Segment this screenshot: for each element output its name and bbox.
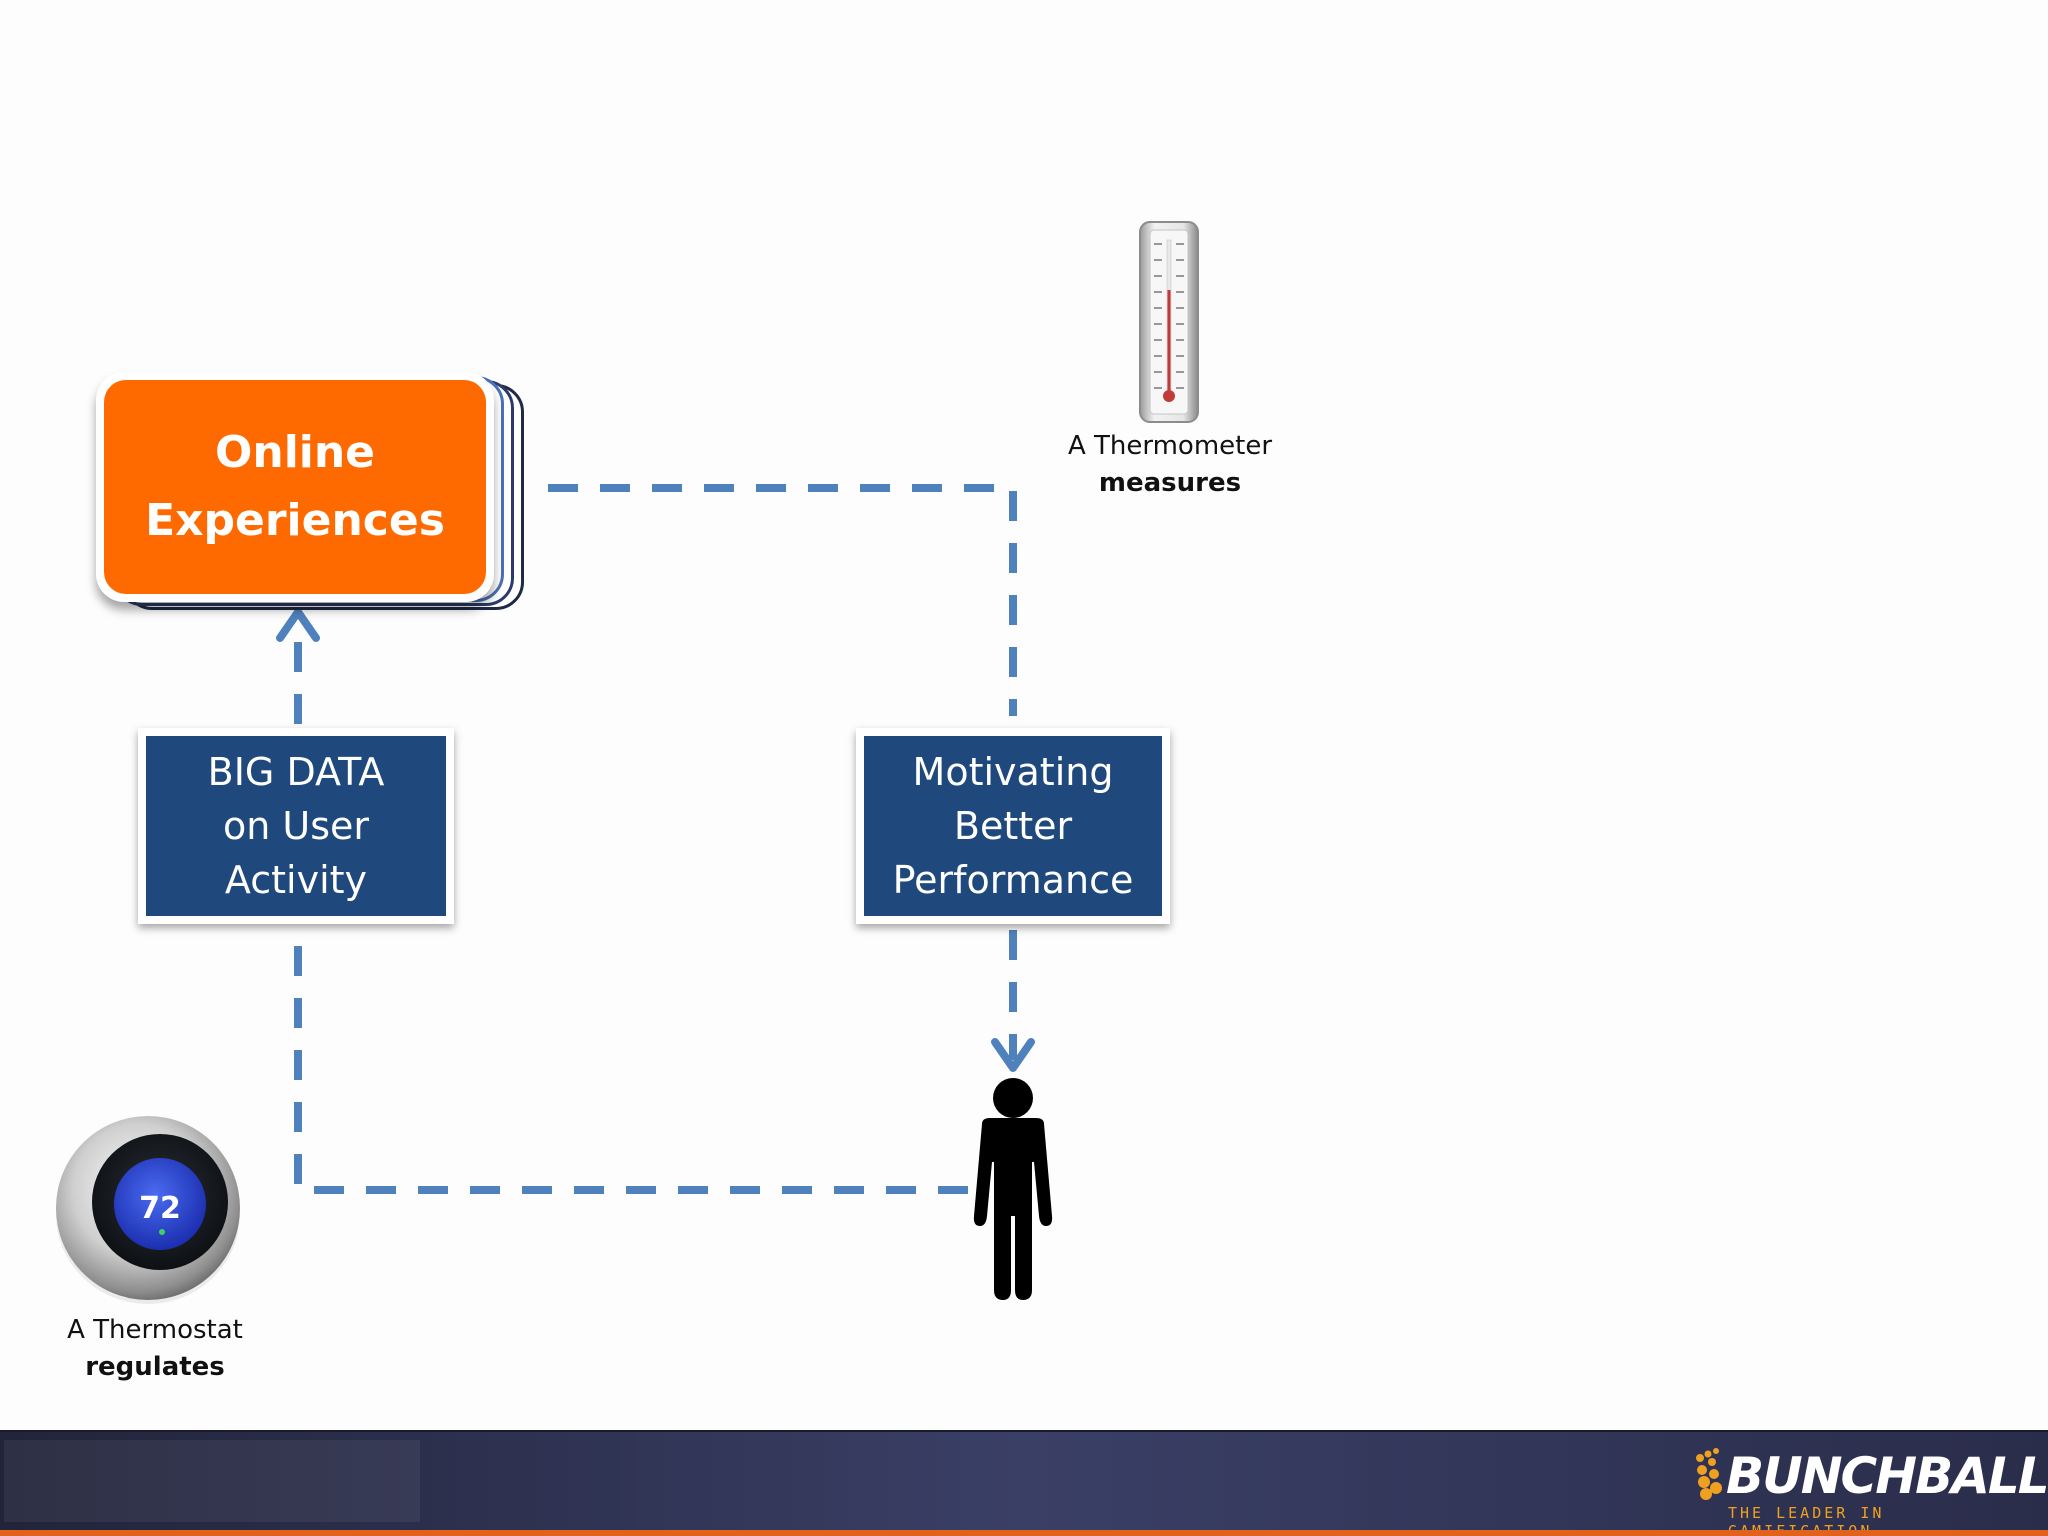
thermostat-caption-text: A Thermostat: [67, 1315, 243, 1345]
brand-name: BUNCHBALL: [1726, 1447, 2048, 1505]
motivating-label: Motivating Better Performance: [864, 736, 1162, 916]
thermostat-icon: 72: [56, 1116, 240, 1304]
thermometer-caption: A Thermometer measures: [1040, 428, 1300, 502]
footer-bar: BUNCHBALL THE LEADER IN GAMIFICATION: [0, 1430, 2048, 1536]
thermostat-caption-verb: regulates: [85, 1352, 225, 1382]
arrowhead-up: [276, 608, 320, 642]
thermostat-caption: A Thermostat regulates: [40, 1312, 270, 1386]
connector-person-to-bigdata: [294, 930, 968, 1194]
footer-accent-stripe: [0, 1530, 2048, 1536]
motivating-box: Motivating Better Performance: [856, 728, 1170, 924]
bunchball-dots-icon: [1696, 1448, 1722, 1500]
person-icon: [973, 1078, 1053, 1300]
connector-online-to-motivating: [548, 484, 1017, 716]
thermometer-caption-text: A Thermometer: [1067, 431, 1273, 461]
footer-panel: [4, 1440, 420, 1522]
thermostat-reading: 72: [139, 1191, 181, 1226]
bunchball-logo: BUNCHBALL THE LEADER IN GAMIFICATION: [1686, 1442, 2048, 1536]
online-experiences-box: Online Experiences: [96, 372, 494, 602]
thermometer-icon: [1139, 221, 1199, 423]
thermometer-caption-verb: measures: [1098, 468, 1242, 498]
big-data-box: BIG DATA on User Activity: [138, 728, 454, 924]
arrowhead-down: [991, 1038, 1035, 1072]
big-data-label: BIG DATA on User Activity: [146, 736, 446, 916]
online-experiences-label: Online Experiences: [104, 380, 486, 594]
